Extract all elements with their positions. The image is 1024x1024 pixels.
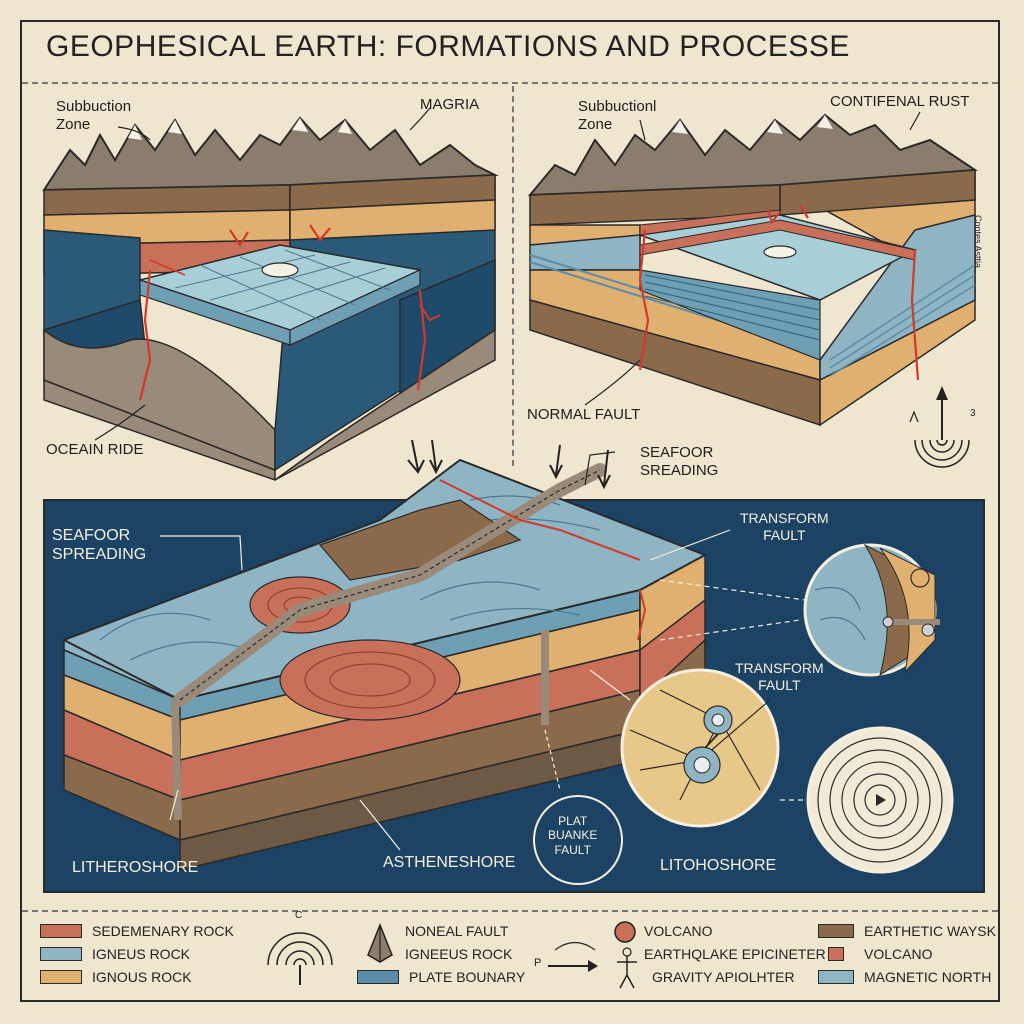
legend-item: EARTHQLAKE EPICINETER xyxy=(644,946,826,962)
legend-item: PLATE BOUNARY xyxy=(357,969,525,985)
label-continental-crust: CONTIFENAL RUST xyxy=(830,93,970,110)
label-seafloor-spreading-left: SEAFOOR SPREADING xyxy=(52,527,147,564)
legend-item: VOLCANO xyxy=(644,923,712,939)
title-divider xyxy=(22,82,998,84)
legend-item: IGNEEUS ROCK xyxy=(405,946,512,962)
legend-label: EARTHETIC WAYSK xyxy=(864,923,996,939)
legend-label: VOLCANO xyxy=(864,946,933,962)
snow-caps xyxy=(128,118,352,140)
legend-label: EARTHQLAKE EPICINETER xyxy=(644,946,826,962)
legend-compass-icon xyxy=(267,932,333,985)
side-vertical-text: Contes Asttia xyxy=(973,215,983,269)
label-asthenosphere: ASTHENESHORE xyxy=(383,854,516,871)
legend-item: VOLCANO xyxy=(828,946,932,962)
legend-swatch xyxy=(818,970,854,984)
legend-swatch xyxy=(357,970,399,984)
legend-label: IGNEUS ROCK xyxy=(92,946,191,962)
label-lithosphere-2: LITOHOSHORE xyxy=(660,857,777,874)
label-subduction-zone-right: Subbuctionl Zone xyxy=(578,98,657,133)
page-title: GEOPHESICAL EARTH: FORMATIONS AND PROCES… xyxy=(46,30,850,63)
legend xyxy=(22,910,998,1002)
label-seafloor-spreading-top: SEAFOOR SREADING xyxy=(640,444,719,479)
legend-compass-label: C xyxy=(295,910,303,921)
legend-swatch xyxy=(828,947,844,961)
bottom-block xyxy=(61,439,808,871)
label-plate-boundary-fault: PLAT BUANKE FAULT xyxy=(548,814,598,857)
legend-swatch xyxy=(40,970,82,984)
plate-fault-circle xyxy=(533,795,623,885)
label-lithosphere: LITHEROSHORE xyxy=(72,859,199,876)
legend-label: IGNEEUS ROCK xyxy=(405,946,513,962)
legend-label: IGNOUS ROCK xyxy=(92,969,192,985)
legend-label: GRAVITY APIOLHTER xyxy=(652,969,795,985)
mountain-range xyxy=(42,116,499,192)
legend-item: NONEAL FAULT xyxy=(405,923,508,939)
compass-label: 3 xyxy=(970,408,976,419)
label-transform-fault-2: TRANSFORM FAULT xyxy=(735,660,824,693)
legend-swatch xyxy=(818,924,854,938)
legend-label: NONEAL FAULT xyxy=(405,923,509,939)
legend-item: MAGNETIC NORTH xyxy=(818,969,991,985)
earthquake-detail-circle xyxy=(620,668,780,828)
transform-fault-detail-circle xyxy=(803,543,940,677)
label-magma: MAGRIA xyxy=(420,96,480,113)
seismic-rings-circle xyxy=(806,726,954,874)
legend-swatch xyxy=(40,924,82,938)
legend-label: SEDEMENARY ROCK xyxy=(92,923,234,939)
legend-label: PLATE BOUNARY xyxy=(409,969,526,985)
compass-rose-icon xyxy=(909,386,970,468)
label-ocean-ridge: OCEAIN RIDE xyxy=(46,441,144,458)
legend-item: IGNEUS ROCK xyxy=(40,946,190,962)
legend-pyramid-icon xyxy=(367,922,393,963)
legend-label: VOLCANO xyxy=(644,923,713,939)
legend-swatch xyxy=(40,947,82,961)
legend-item: IGNOUS ROCK xyxy=(40,969,192,985)
legend-figure-icon xyxy=(614,921,637,989)
legend-arrow-label: P xyxy=(534,957,542,969)
legend-item: SEDEMENARY ROCK xyxy=(40,923,234,939)
legend-label: MAGNETIC NORTH xyxy=(864,969,992,985)
top-right-block xyxy=(527,111,978,468)
outer-frame xyxy=(20,20,1000,1002)
label-transform-fault-1: TRANSFORM FAULT xyxy=(740,510,829,543)
legend-item: EARTHETIC WAYSK xyxy=(818,923,996,939)
legend-arrow-icon xyxy=(548,941,598,972)
label-subduction-zone-left: Subbuction Zone xyxy=(56,98,132,133)
legend-item: GRAVITY APIOLHTER xyxy=(652,969,795,985)
top-panels-divider xyxy=(512,86,514,466)
top-left-block xyxy=(42,107,499,482)
label-normal-fault: NORMAL FAULT xyxy=(527,406,641,423)
